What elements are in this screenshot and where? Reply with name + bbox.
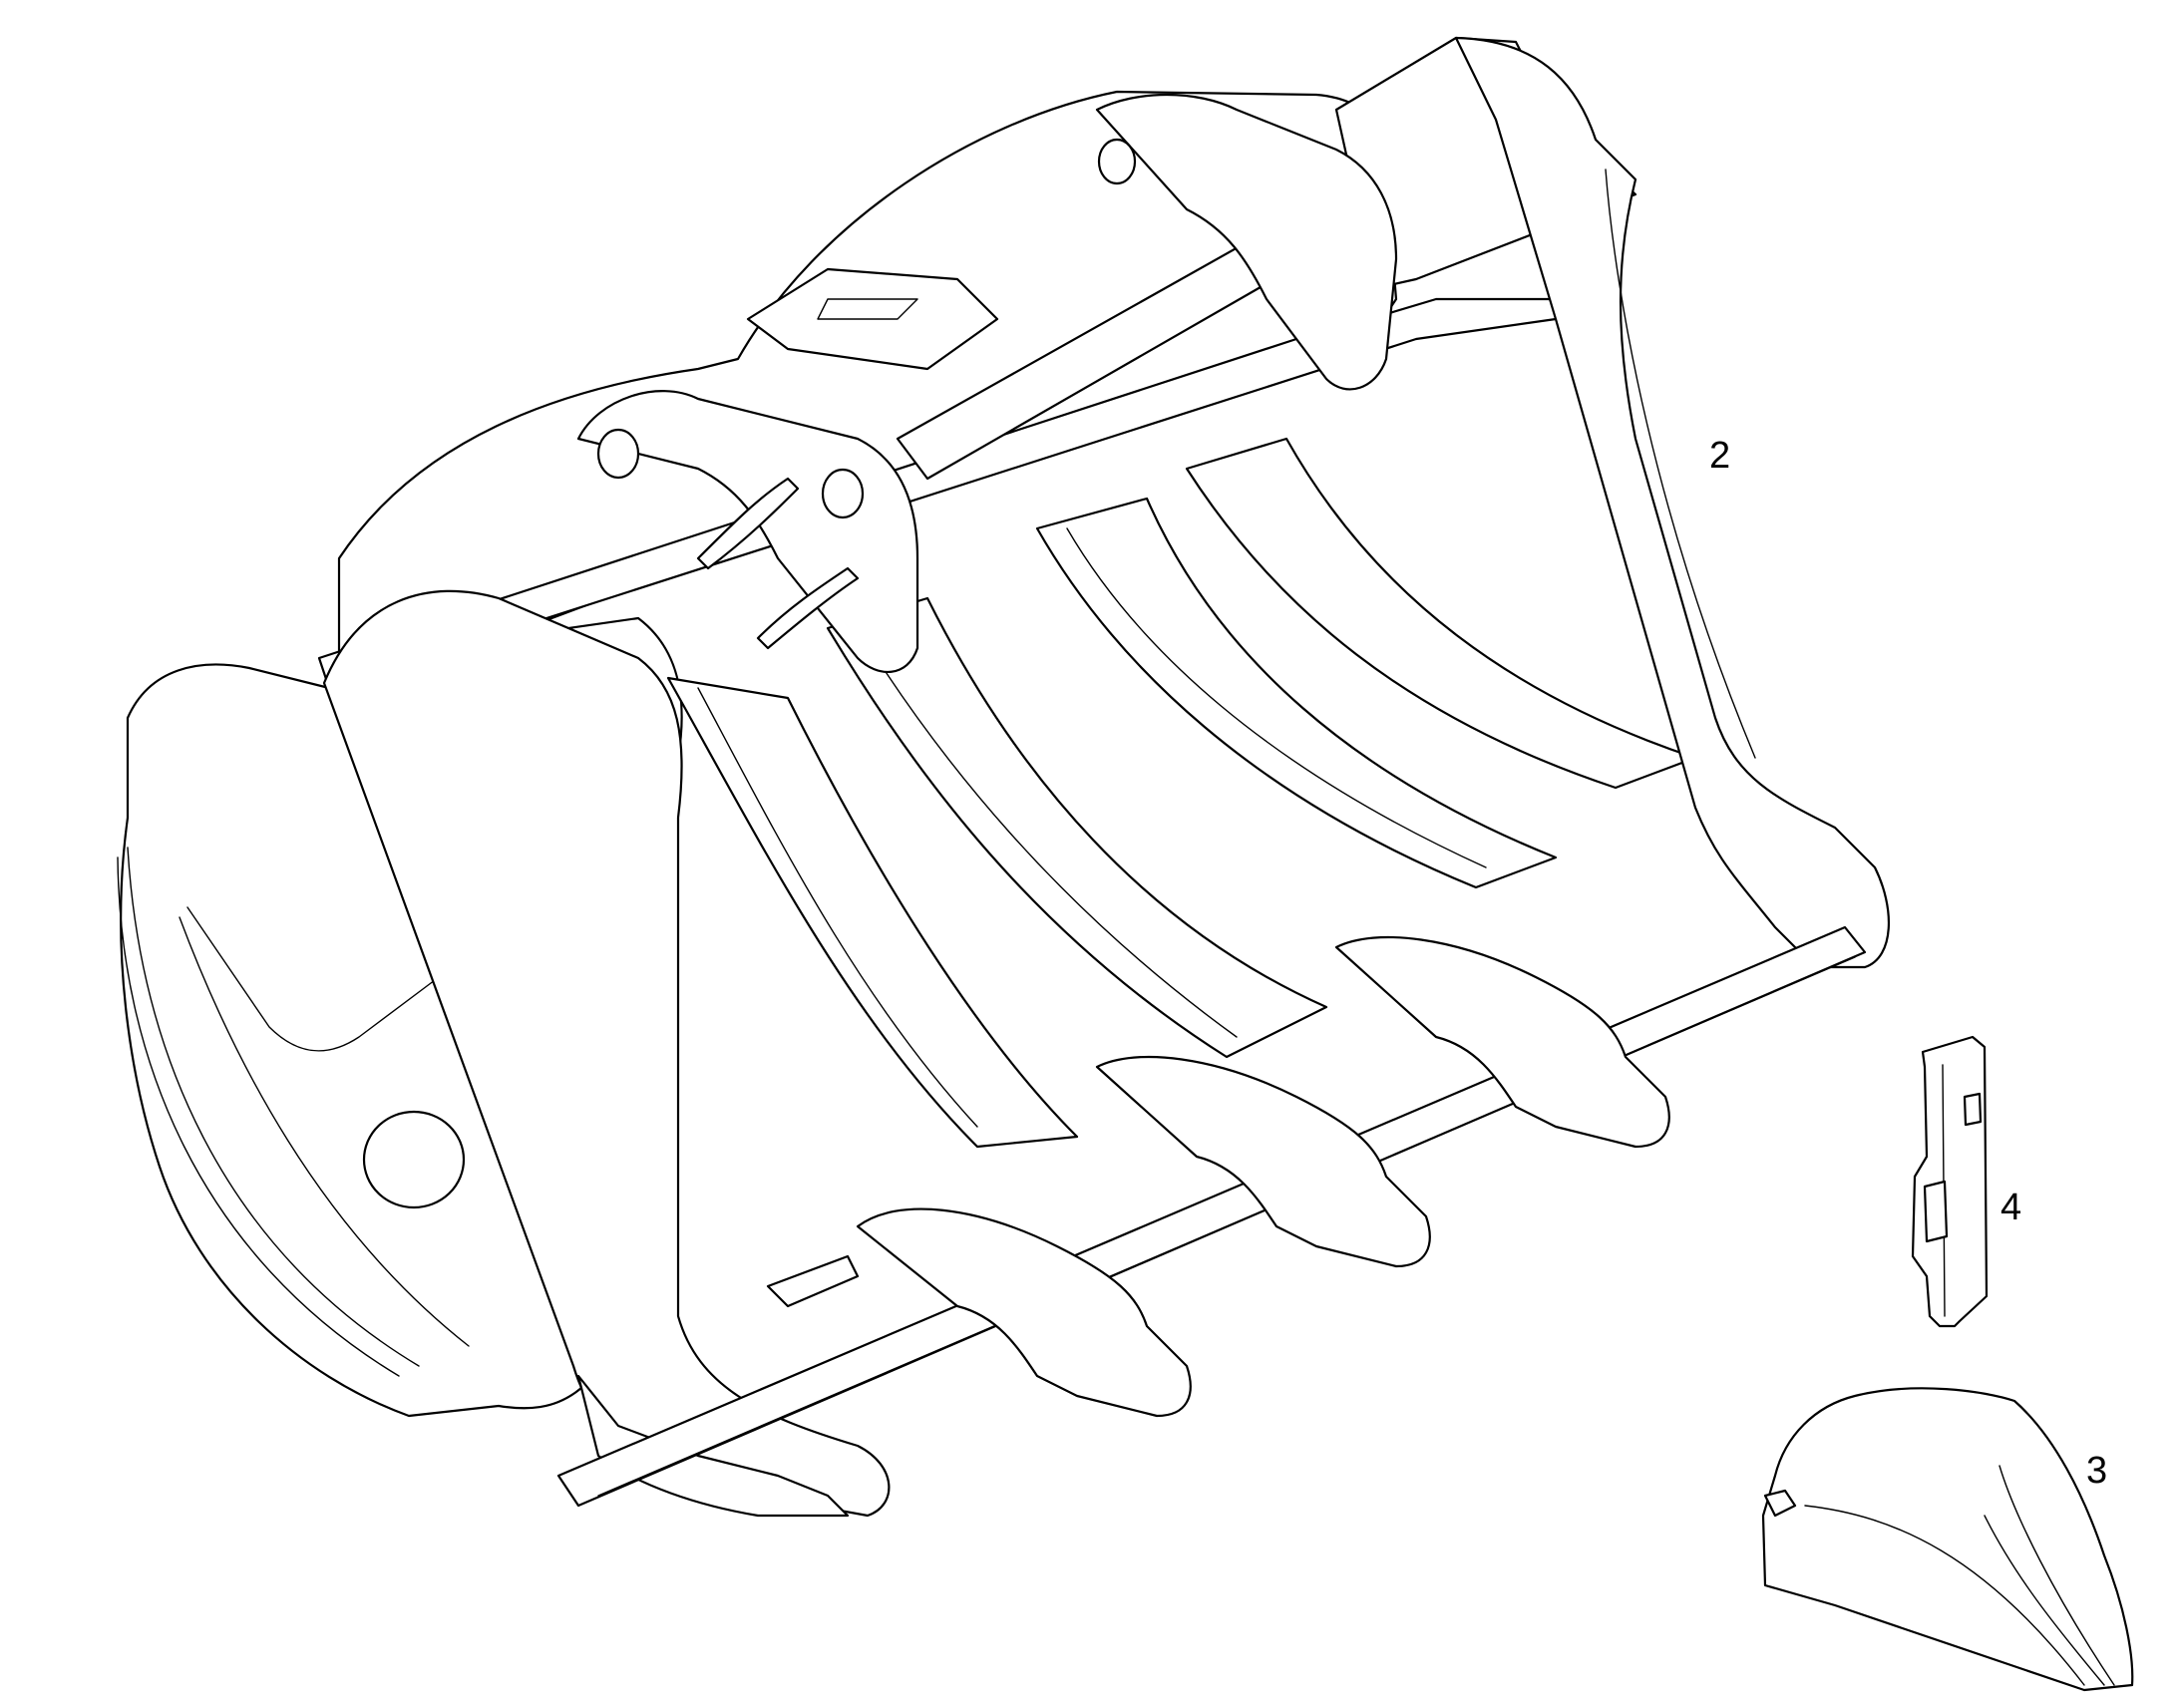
pin-body [1911,1035,1989,1328]
tooth-adapter-2 [1095,1055,1431,1268]
tine-3-inner [1066,527,1487,868]
tine-2 [826,596,1328,1059]
right-lug-hole [1097,138,1137,185]
pin-notch [1963,1092,1983,1127]
tine-1-inner [697,687,978,1128]
tooth-socket [1763,1489,1797,1518]
lower-plate-1 [766,1254,860,1308]
tine-2-inner [857,627,1238,1038]
cutting-edge-lower [597,956,1856,1497]
left-side-hole [362,1110,466,1209]
center-lug-hole [821,468,865,519]
center-mount-slot [817,298,918,320]
pin-clip [1923,1180,1949,1243]
locking-pin [1911,1035,1989,1328]
right-lug [1095,93,1398,391]
tooth-ridge [1998,1465,2115,1686]
tine-1 [666,676,1079,1149]
left-side-plate-rim [117,856,400,1377]
tine-3 [1035,497,1558,889]
root-rake-bucket [117,36,1890,1518]
rib-right [1454,36,1890,969]
left-side-plate-inner [179,916,470,1347]
bucket-tooth [1761,1387,2134,1692]
tooth-nose-left [1804,1505,2085,1686]
tooth-adapter-1 [856,1207,1192,1418]
callout-number-bucket: 2 [1709,435,1731,477]
rib-right-inner [1605,169,1756,759]
left-hook-arm [696,477,800,570]
tooth-ridge-inner [1984,1515,2105,1686]
callout-number-tooth: 3 [2086,1450,2108,1492]
tooth-body [1761,1387,2134,1692]
tooth-adapter-3 [1334,935,1670,1149]
left-side-plate-rim-2 [127,847,420,1367]
callout-number-pin: 4 [2000,1187,2022,1228]
left-lug-hole [596,428,640,480]
center-hook-arm [756,566,860,650]
left-side-reinforcement [186,906,440,1052]
